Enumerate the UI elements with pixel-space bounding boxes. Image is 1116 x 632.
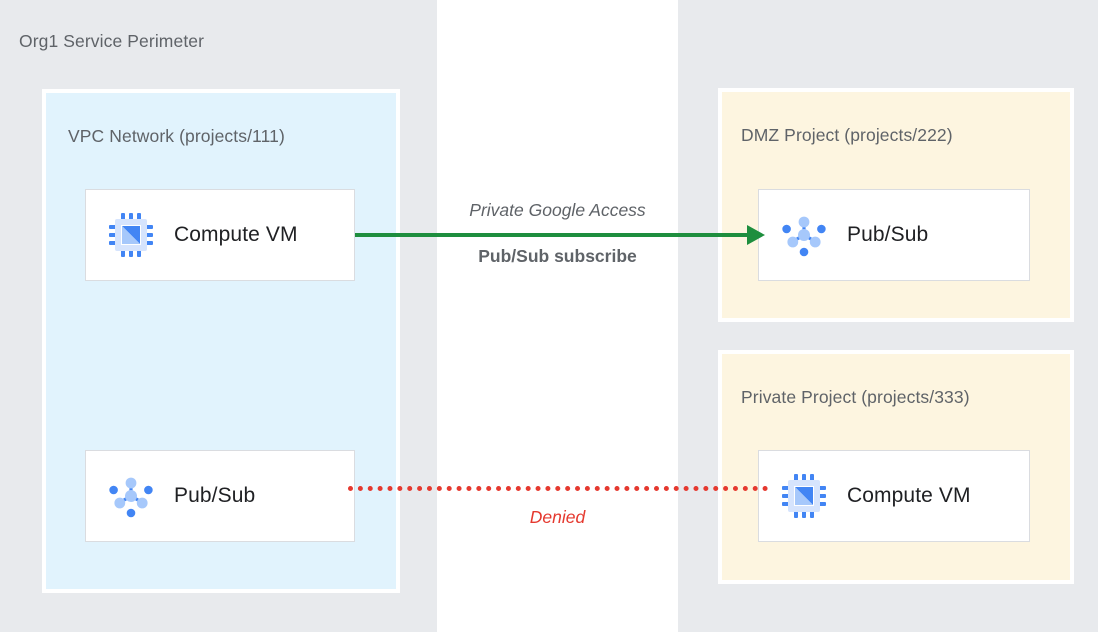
card-pubsub-vpc[interactable]: Pub/Sub	[85, 450, 355, 542]
pubsub-icon	[781, 212, 827, 258]
card-pubsub-dmz-label: Pub/Sub	[847, 223, 929, 246]
connector-denied-line	[348, 486, 768, 494]
card-compute-vm-vpc-label: Compute VM	[174, 223, 298, 246]
connector-denied-label: Denied	[529, 507, 586, 527]
connector-allowed-label-top: Private Google Access	[469, 200, 646, 220]
pubsub-icon	[108, 473, 154, 519]
zone-vpc-network-title: VPC Network (projects/111)	[68, 126, 285, 146]
card-pubsub-vpc-label: Pub/Sub	[174, 484, 256, 507]
zone-private-project-title: Private Project (projects/333)	[741, 387, 970, 407]
connector-allowed-label-bottom: Pub/Sub subscribe	[478, 246, 637, 266]
zone-dmz-project-title: DMZ Project (projects/222)	[741, 125, 953, 145]
card-pubsub-dmz[interactable]: Pub/Sub	[758, 189, 1030, 281]
compute-vm-icon	[108, 212, 154, 258]
card-compute-vm-vpc[interactable]: Compute VM	[85, 189, 355, 281]
card-compute-vm-private-label: Compute VM	[847, 484, 971, 507]
perimeter-org1-title: Org1 Service Perimeter	[19, 31, 205, 51]
connector-allowed-arrow	[355, 225, 765, 245]
card-compute-vm-private[interactable]: Compute VM	[758, 450, 1030, 542]
compute-vm-icon	[781, 473, 827, 519]
